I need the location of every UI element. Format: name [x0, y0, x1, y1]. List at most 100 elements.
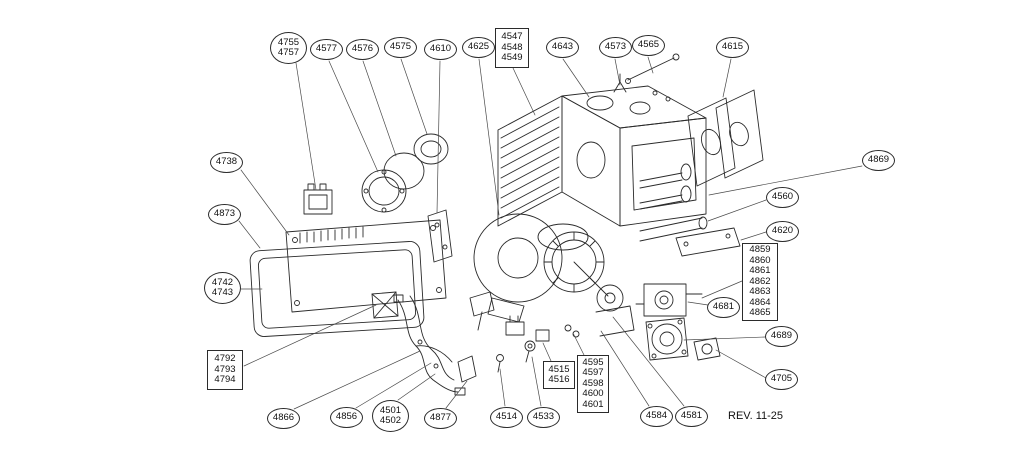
part-number: 4755: [277, 36, 300, 48]
small-parts: [457, 291, 550, 383]
part-number: 4584: [645, 410, 668, 422]
louver-panel: [497, 95, 563, 227]
callout-4584: 4584: [640, 406, 673, 427]
blower-housing: [473, 213, 589, 323]
part-number: 4862: [749, 275, 771, 287]
part-number: 4533: [532, 411, 555, 423]
part-number: 4549: [501, 52, 523, 64]
exhaust-flange: [693, 337, 721, 361]
part-number: 4601: [582, 398, 604, 410]
callout-4869: 4869: [862, 150, 895, 171]
part-number: 4548: [501, 41, 523, 53]
part-number: 4577: [315, 43, 338, 55]
part-number: 4866: [272, 412, 295, 424]
part-number: 4581: [680, 410, 703, 422]
callout-4501-4502: 4501 4502: [372, 400, 409, 432]
part-number: 4516: [548, 374, 570, 385]
part-number: 4869: [867, 154, 890, 166]
gasket-plate: [675, 227, 741, 257]
vent-rod: [625, 53, 680, 84]
part-number: 4794: [214, 374, 236, 386]
part-number: 4573: [604, 41, 627, 53]
blower-wheels-motor: [543, 231, 635, 338]
part-number: 4738: [215, 156, 238, 168]
callout-4866: 4866: [267, 408, 300, 429]
part-number: 4864: [749, 296, 771, 308]
callout-4565: 4565: [632, 35, 665, 56]
callout-4577: 4577: [310, 39, 343, 60]
part-number: 4597: [582, 367, 604, 379]
part-number: 4689: [770, 330, 793, 342]
gasket-rings: [361, 133, 449, 213]
part-number: 4547: [501, 31, 523, 43]
part-number: 4860: [749, 254, 771, 266]
part-number: 4859: [749, 244, 771, 256]
part-number: 4681: [712, 301, 735, 313]
part-number: 4865: [749, 307, 771, 319]
access-door: [249, 241, 425, 337]
part-number: 4600: [582, 388, 604, 400]
electrode: [613, 73, 627, 93]
part-number: 4595: [582, 356, 604, 368]
part-number: 4873: [213, 208, 236, 220]
callout-4576: 4576: [346, 39, 379, 60]
wiring-harness: [393, 294, 466, 396]
part-number: 4861: [749, 265, 771, 277]
callout-4681: 4681: [707, 297, 740, 318]
part-number: 4757: [277, 47, 300, 58]
part-number: 4598: [582, 377, 604, 389]
part-number: 4743: [211, 287, 234, 298]
callout-4581: 4581: [675, 406, 708, 427]
callout-4533: 4533: [527, 407, 560, 428]
callout-4575: 4575: [384, 37, 417, 58]
part-number: 4793: [214, 363, 236, 375]
part-number: 4620: [771, 225, 794, 237]
part-number: 4877: [429, 412, 452, 424]
part-number: 4615: [721, 41, 744, 53]
callout-4514: 4514: [490, 407, 523, 428]
callout-4643: 4643: [546, 37, 579, 58]
part-number: 4863: [749, 286, 771, 298]
callout-4620: 4620: [766, 221, 799, 242]
exhaust-tube: [639, 216, 708, 242]
callout-4573: 4573: [599, 37, 632, 58]
callout-4610: 4610: [424, 39, 457, 60]
callout-4595-4601: 4595 4597 4598 4600 4601: [577, 355, 609, 413]
inner-panel: [285, 219, 447, 319]
mounting-bracket: [427, 209, 453, 263]
callout-4738: 4738: [210, 152, 243, 173]
leader-lines: [238, 56, 863, 410]
part-number: 4625: [467, 41, 490, 53]
part-number: 4514: [495, 411, 518, 423]
callout-4856: 4856: [330, 407, 363, 428]
callout-4560: 4560: [766, 187, 799, 208]
part-number: 4515: [548, 363, 570, 375]
callout-4689: 4689: [765, 326, 798, 347]
callout-4625: 4625: [462, 37, 495, 58]
part-number: 4576: [351, 43, 374, 55]
relay-module: [303, 183, 333, 215]
callout-4755-4757: 4755 4757: [270, 32, 307, 64]
callout-4705: 4705: [765, 369, 798, 390]
part-number: 4643: [551, 41, 574, 53]
callout-4515-4516: 4515 4516: [543, 361, 575, 389]
callout-4615: 4615: [716, 37, 749, 58]
part-number: 4501: [379, 404, 402, 416]
combustion-blower: [645, 317, 689, 361]
callout-4877: 4877: [424, 408, 457, 429]
callout-4792-4794: 4792 4793 4794: [207, 350, 243, 390]
part-number: 4502: [379, 415, 402, 426]
callout-4873: 4873: [208, 204, 241, 225]
part-number: 4742: [211, 276, 234, 288]
part-number: 4565: [637, 39, 660, 51]
callout-4547-4549: 4547 4548 4549: [495, 28, 529, 68]
back-panels: [687, 89, 764, 187]
part-number: 4610: [429, 43, 452, 55]
part-number: 4792: [214, 353, 236, 365]
part-number: 4560: [771, 191, 794, 203]
callout-4742-4743: 4742 4743: [204, 272, 241, 304]
gas-valve: [635, 283, 703, 317]
cabinet-assembly: [561, 85, 707, 227]
